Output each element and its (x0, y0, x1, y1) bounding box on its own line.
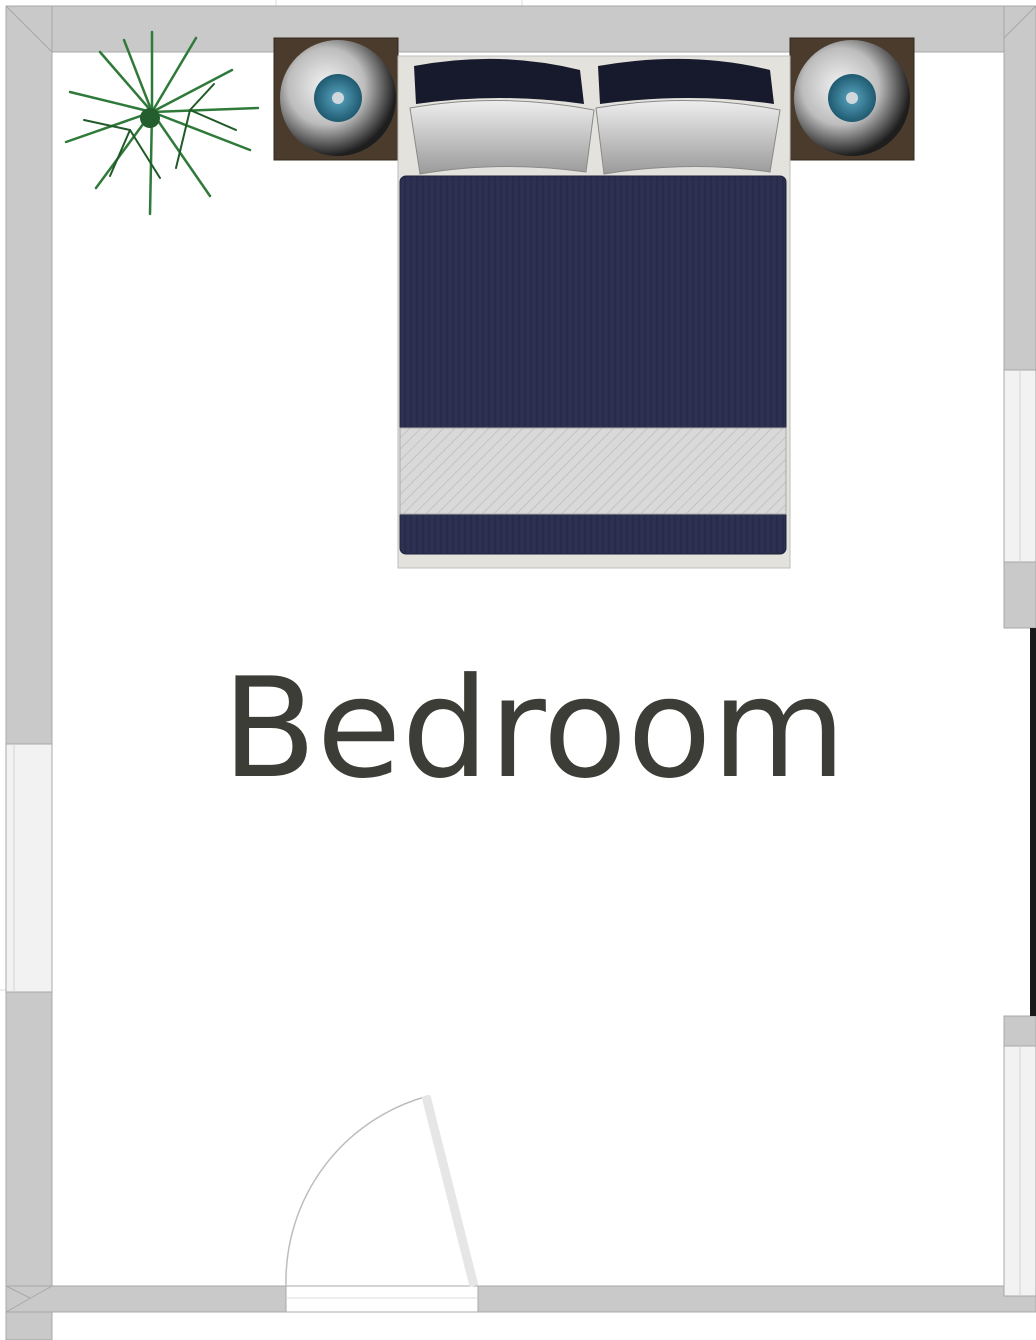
windows (5, 369, 1036, 1297)
door-leaf (421, 1094, 479, 1288)
wall-bottom-left (5, 1285, 287, 1313)
door[interactable] (285, 1094, 479, 1313)
walls (5, 5, 1036, 1340)
wall-right-middle (1003, 561, 1036, 629)
wall-right-top (1003, 5, 1036, 371)
plant[interactable] (64, 30, 260, 216)
nightstand-left[interactable] (273, 37, 399, 161)
wall-right-bottom (1003, 1015, 1036, 1047)
door-opening (285, 1285, 479, 1313)
bed-runner (399, 427, 787, 515)
room-label: Bedroom (222, 648, 846, 809)
pillow-back-right (598, 58, 774, 104)
pillow-back-left (414, 58, 584, 104)
pillow-front-right (595, 100, 781, 175)
wall-bottom-right (477, 1285, 1036, 1313)
window-left (5, 743, 53, 993)
door-swing-arc (285, 1095, 429, 1287)
nightstand-right[interactable] (789, 37, 915, 161)
closet-panel (1030, 628, 1036, 1016)
pillow-front-left (409, 100, 595, 175)
bed[interactable] (397, 55, 791, 569)
wall-left-upper (5, 5, 53, 745)
wall-left-lower (5, 991, 53, 1340)
